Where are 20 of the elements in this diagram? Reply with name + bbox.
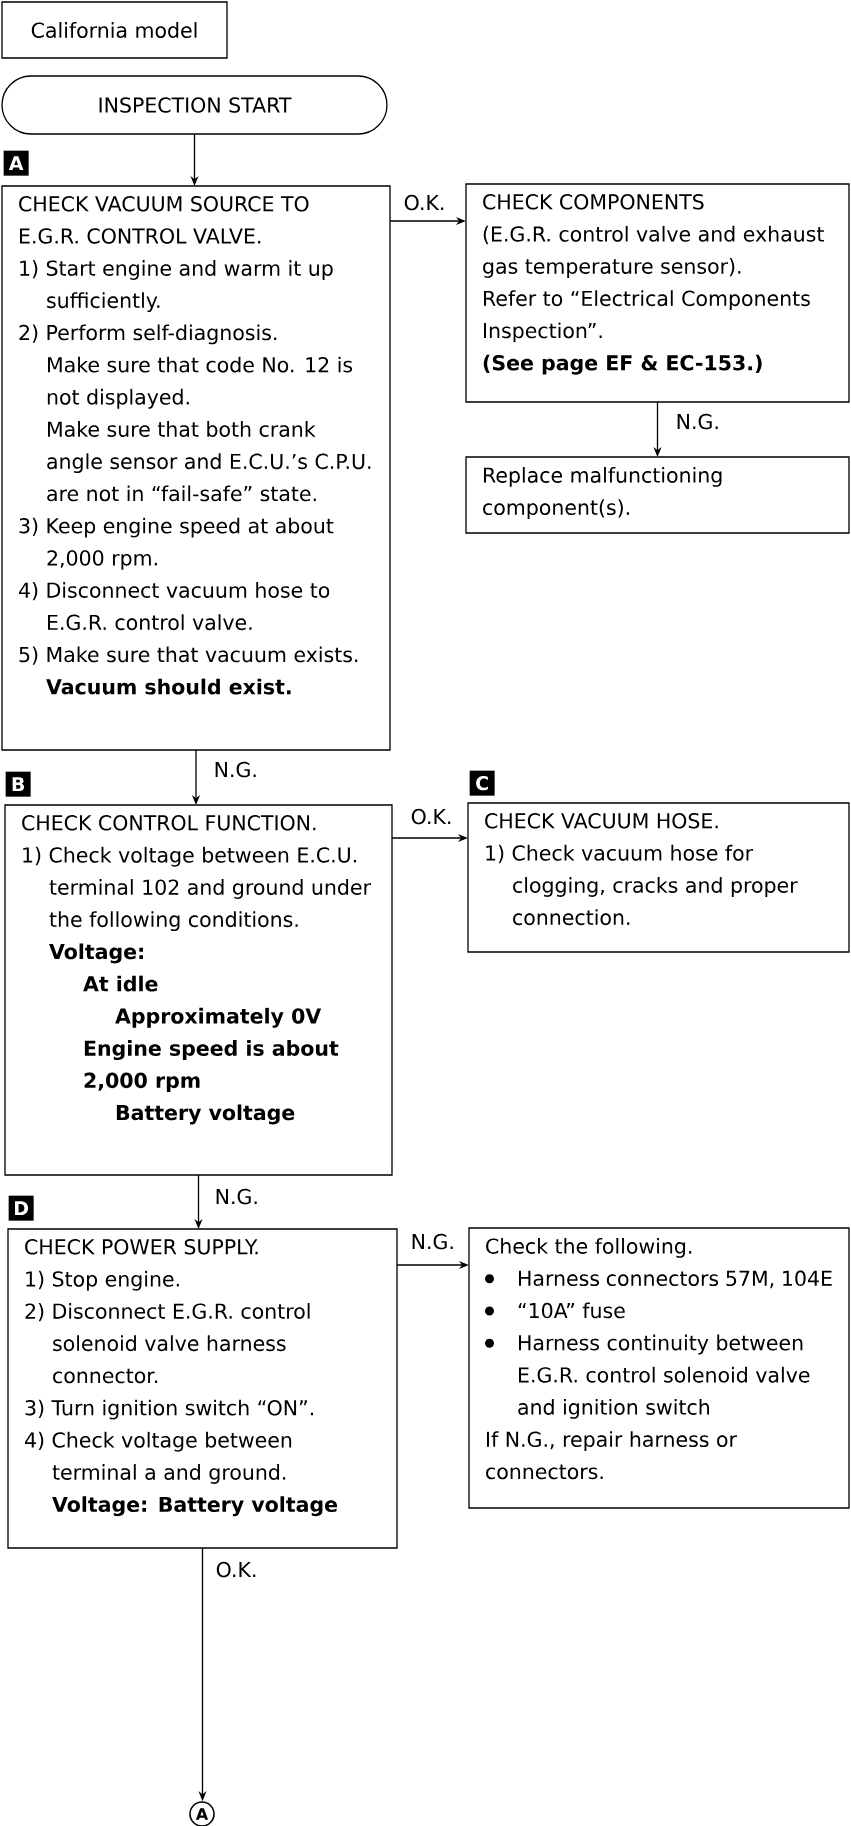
process-box: CHECK VACUUM HOSE. 1) Check vacuum hose for clogging, cracks and proper connection. — [467, 802, 850, 953]
process-box: Check the following. Harness connectors 57M, 104E “10A” fuse Harness continuity between E.G.R. control solenoid valve and ignition switch If N.G., repair harness or connectors. — [468, 1227, 850, 1509]
edge-label: N.G. — [674, 412, 721, 431]
edge-label: N.G. — [212, 760, 259, 779]
step-letter-badge: C — [469, 770, 495, 796]
edge-label: N.G. — [213, 1187, 260, 1206]
start-terminal: INSPECTION START — [1, 75, 388, 135]
process-box: CHECK VACUUM SOURCE TO E.G.R. CONTROL VALVE. 1) Start engine and warm it up sufficiently. 2) Perform self-diagnosis. Make sure that code No. 12 is not displayed. Make sure that both crank angle sensor and E.C.U.’s C.P.U. are not in “fail-safe” state. 3) Keep engine speed at about 2,000 rpm. 4) Disconnect vacuum hose to E.G.R. control valve. 5) Make sure that vacuum exists. Vacuum should exist. — [1, 185, 391, 751]
edge-label: O.K. — [409, 807, 454, 826]
edge-label: O.K. — [214, 1560, 259, 1579]
process-box: CHECK POWER SUPPLY. 1) Stop engine. 2) Disconnect E.G.R. control solenoid valve harness connector. 3) Turn ignition switch “ON”. 4) Check voltage between terminal a and ground. Voltage: Battery voltage — [7, 1228, 398, 1549]
process-box: CHECK COMPONENTS (E.G.R. control valve and exhaust gas temperature sensor). Refer to “Electrical Components Inspection”. (See page EF & EC-153.) — [465, 183, 850, 403]
step-letter-badge: B — [5, 771, 31, 797]
edge-label: O.K. — [402, 193, 447, 212]
edge-label: N.G. — [409, 1232, 456, 1251]
process-box: Replace malfunctioning component(s). — [465, 456, 850, 534]
step-letter-badge: D — [8, 1195, 34, 1221]
step-letter-badge: A — [3, 150, 29, 176]
process-box: CHECK CONTROL FUNCTION. 1) Check voltage between E.C.U. terminal 102 and ground under the following conditions. Voltage: At idle Approximately 0V Engine speed is about 2,000 rpm Battery voltage — [4, 804, 393, 1176]
model-label-box: California model — [1, 1, 228, 59]
